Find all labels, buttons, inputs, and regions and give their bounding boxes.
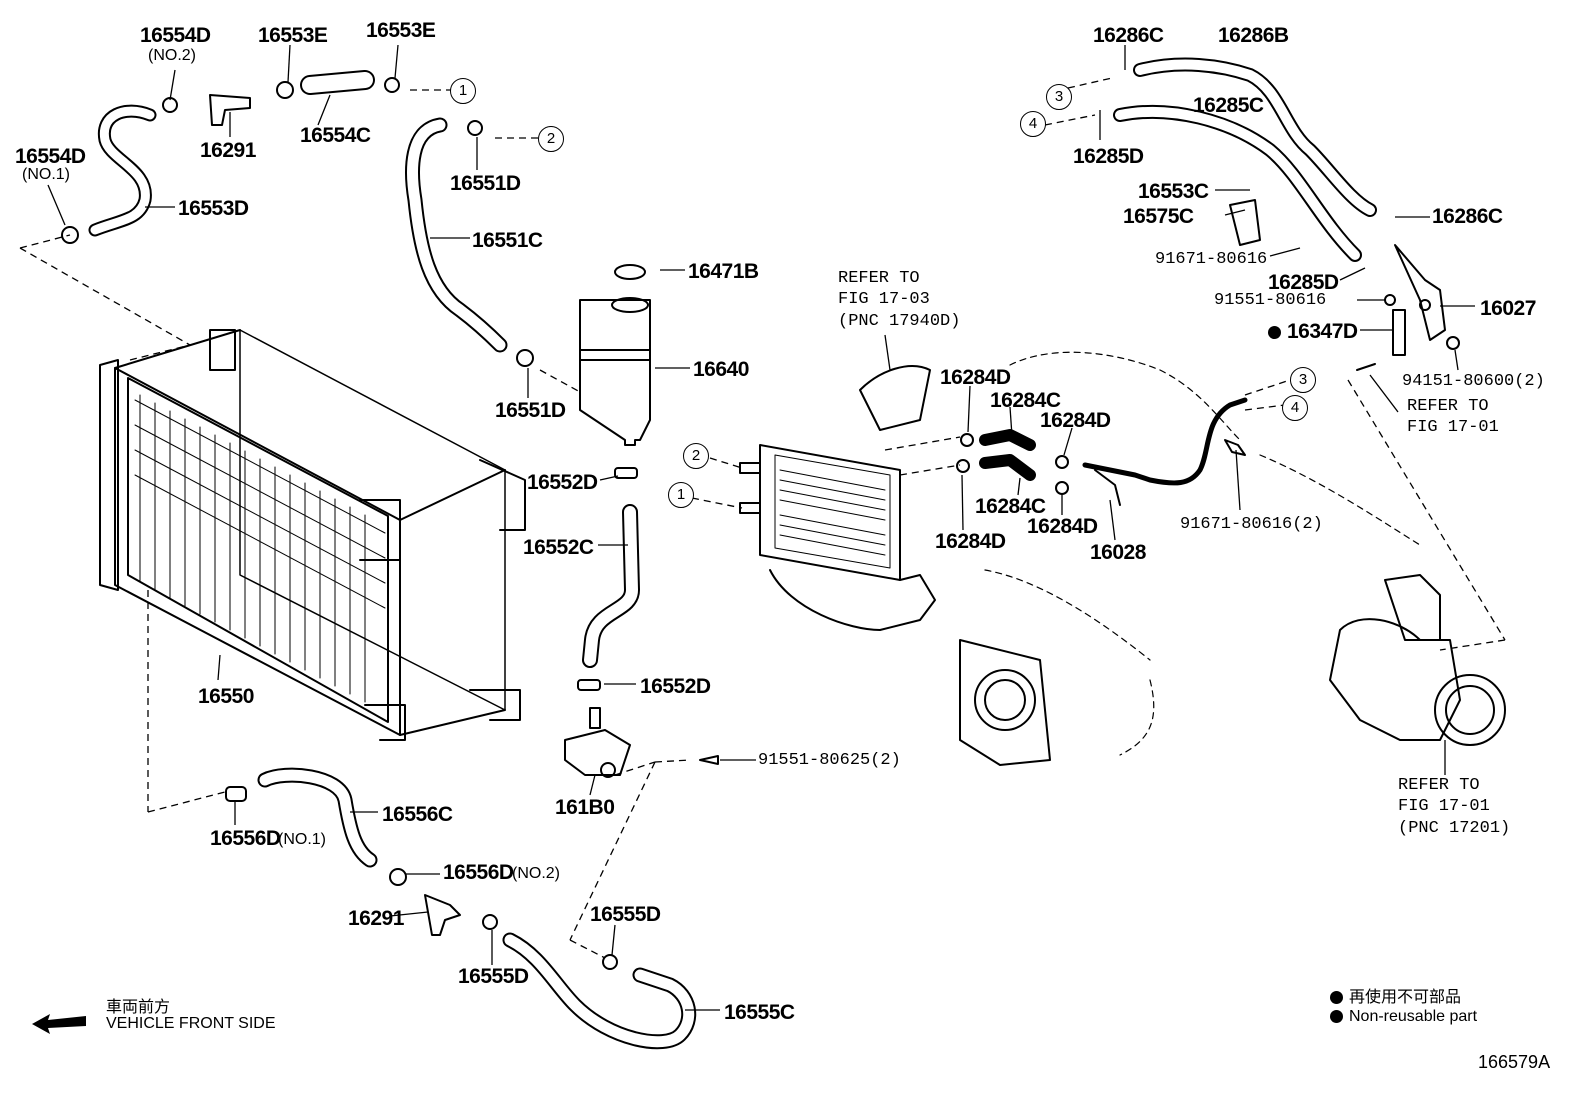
callout-1: 1 (668, 482, 694, 508)
label-16552D-b: 16552D (640, 675, 711, 698)
pipe-16028 (1082, 397, 1248, 486)
label-16553E-a: 16553E (258, 24, 328, 47)
callout-3: 3 (1046, 84, 1072, 110)
label-16554D-no1-note: (NO.1) (22, 166, 70, 183)
label-16551C: 16551C (472, 229, 543, 252)
legend-dot (1330, 991, 1343, 1005)
label-16553D: 16553D (178, 197, 249, 220)
callout-4: 4 (1282, 395, 1308, 421)
intercooler (739, 365, 936, 631)
label-91551-80625: 91551-80625(2) (758, 751, 901, 770)
label-16552D-a: 16552D (527, 471, 598, 494)
legend-jp: 再使用不可部品 (1330, 983, 1461, 1007)
label-16285C: 16285C (1193, 94, 1264, 117)
label-16286C-b: 16286C (1432, 205, 1503, 228)
callout-2: 2 (538, 126, 564, 152)
connector-16291 (209, 94, 251, 126)
label-16284D-d: 16284D (1027, 515, 1098, 538)
callout-3: 3 (1290, 367, 1316, 393)
label-16556D-no2: 16556D (443, 861, 514, 884)
label-16291-b: 16291 (348, 907, 404, 930)
front-label-jp: 車両前方 (106, 999, 171, 1016)
label-16347D: 16347D (1268, 321, 1358, 342)
label-16471B: 16471B (688, 260, 759, 283)
label-16553E-b: 16553E (366, 19, 436, 42)
label-16551D-b: 16551D (495, 399, 566, 422)
label-16284D-a: 16284D (940, 366, 1011, 389)
label-16556D-no2-note: (NO.2) (512, 865, 560, 882)
label-16551D-a: 16551D (450, 172, 521, 195)
label-16554D-no1: 16554D (15, 145, 86, 168)
label-16291-a: 16291 (200, 139, 256, 162)
label-16284D-b: 16284D (1040, 409, 1111, 432)
label-16285D-a: 16285D (1073, 145, 1144, 168)
label-16555D-a: 16555D (590, 903, 661, 926)
label-16575C: 16575C (1123, 205, 1194, 228)
label-16556D-no1-note: (NO.1) (278, 831, 326, 848)
leader-lines (47, 44, 1475, 1011)
legend-en: Non-reusable part (1330, 1008, 1477, 1026)
ref-fig-17-01-b: REFER TO FIG 17-01 (PNC 17201) (1398, 776, 1511, 838)
diagram-id: 166579A (1478, 1052, 1551, 1072)
label-16555D-b: 16555D (458, 965, 529, 988)
front-arrow-icon (32, 1014, 86, 1034)
label-16284D-c: 16284D (935, 530, 1006, 553)
legend-dot (1330, 1010, 1343, 1024)
label-161B0: 161B0 (555, 796, 615, 819)
reservoir-16640 (579, 264, 651, 446)
label-16284C-a: 16284C (990, 389, 1061, 412)
label-91671-80616-2: 91671-80616(2) (1180, 515, 1323, 534)
turbocharger (1329, 574, 1506, 746)
label-16553C: 16553C (1138, 180, 1209, 203)
label-16027: 16027 (1480, 297, 1536, 320)
label-91551-80616: 91551-80616 (1214, 291, 1327, 310)
throttle-body (959, 639, 1051, 766)
callout-1: 1 (450, 78, 476, 104)
water-pump-161B0 (564, 707, 719, 778)
label-16554C: 16554C (300, 124, 371, 147)
ref-fig-17-03: REFER TO FIG 17-03 (PNC 17940D) (838, 269, 961, 331)
label-16556D-no1: 16556D (210, 827, 281, 850)
reference-lines (19, 77, 1506, 959)
front-label-en: VEHICLE FRONT SIDE (106, 1015, 276, 1032)
label-16640: 16640 (693, 358, 749, 381)
label-16028: 16028 (1090, 541, 1146, 564)
ref-fig-17-01-a: REFER TO FIG 17-01 (1407, 397, 1499, 438)
label-16284C-b: 16284C (975, 495, 1046, 518)
label-16550: 16550 (198, 685, 254, 708)
label-16552C: 16552C (523, 536, 594, 559)
callout-2: 2 (683, 443, 709, 469)
label-16285D-b: 16285D (1268, 271, 1339, 294)
callout-4: 4 (1020, 111, 1046, 137)
label-16556C: 16556C (382, 803, 453, 826)
label-16555C: 16555C (724, 1001, 795, 1024)
label-16286B: 16286B (1218, 24, 1289, 47)
label-16286C-a: 16286C (1093, 24, 1164, 47)
label-94151-80600: 94151-80600(2) (1402, 372, 1545, 391)
label-16554D-no2: 16554D (140, 24, 211, 47)
label-16554D-no2-note: (NO.2) (148, 47, 196, 64)
label-91671-80616: 91671-80616 (1155, 250, 1268, 269)
radiator (99, 329, 526, 741)
non-reusable-dot (1268, 325, 1281, 339)
